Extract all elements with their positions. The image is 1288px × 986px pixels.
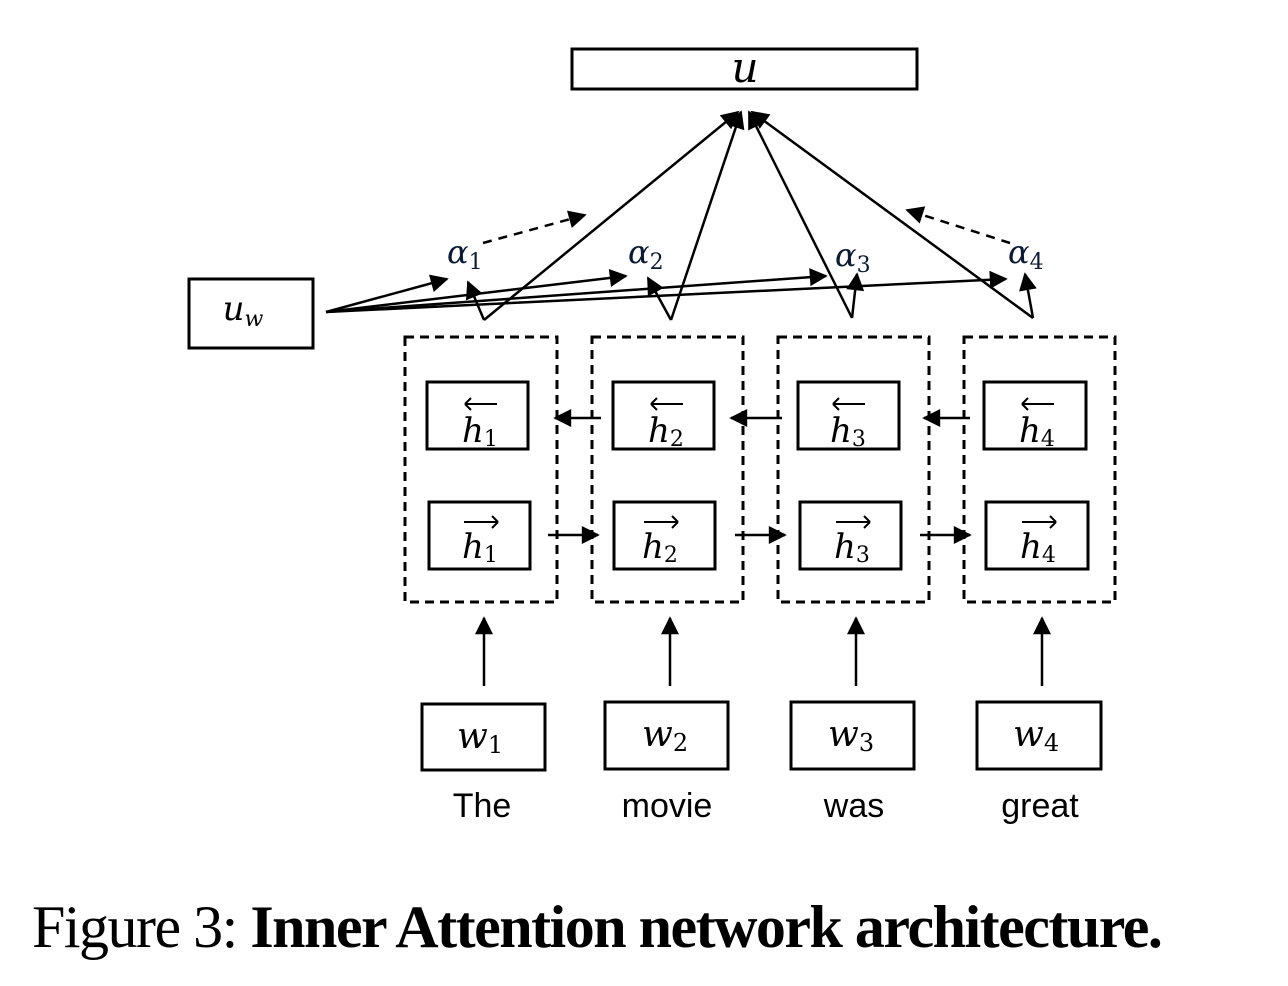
input-word-4 xyxy=(975,700,1103,771)
forward-hidden-states xyxy=(427,500,1090,571)
input-word-labels: w1 w2 w3 w4 xyxy=(457,714,1059,759)
word-was: was xyxy=(823,787,884,825)
forward-hidden-2 xyxy=(612,500,717,571)
bilstm-cells xyxy=(403,335,1117,604)
left-arrow-icon xyxy=(832,397,865,411)
context-to-attention-arrows xyxy=(325,268,1008,314)
forward-h1-label: h1 xyxy=(462,527,498,568)
timestep-4-group xyxy=(962,335,1117,604)
arrow-uw-alpha3 xyxy=(325,268,828,314)
input-word-nodes xyxy=(420,700,1103,772)
forward-hidden-3 xyxy=(798,500,903,571)
input-word-1 xyxy=(420,702,547,772)
backward-h3-label: h3 xyxy=(830,411,866,452)
w3-label: w3 xyxy=(828,714,874,757)
direction-arrow-glyphs xyxy=(464,397,1057,529)
w1-label: w1 xyxy=(457,716,503,759)
backward-hidden-4 xyxy=(982,380,1088,451)
input-arrows xyxy=(475,616,1051,686)
backward-h1-label: h1 xyxy=(462,411,498,452)
context-vector-node: uw xyxy=(187,277,315,350)
alpha-4-label: α4 xyxy=(1008,233,1044,275)
figure-caption: Figure 3: Inner Attention network archit… xyxy=(32,893,1282,962)
hidden-to-attention-arrows xyxy=(465,272,1037,321)
word-great: great xyxy=(1001,787,1079,825)
backward-hidden-3 xyxy=(796,380,901,451)
word-movie: movie xyxy=(622,787,713,825)
timestep-3-group xyxy=(776,335,931,604)
left-arrow-icon xyxy=(1021,397,1054,411)
input-word-3 xyxy=(789,700,916,771)
w4-label: w4 xyxy=(1013,714,1059,757)
left-arrow-icon xyxy=(464,397,497,411)
hidden-to-output-arrows xyxy=(483,110,1034,321)
arrow-uw-alpha4 xyxy=(325,270,1008,314)
timestep-2-group xyxy=(590,335,745,604)
backward-hidden-2 xyxy=(611,380,716,451)
right-arrow-icon xyxy=(836,515,871,529)
w2-label: w2 xyxy=(642,714,688,757)
forward-h2-label: h2 xyxy=(642,527,678,568)
context-vector-label: uw xyxy=(223,289,264,332)
left-arrow-icon xyxy=(650,397,683,411)
backward-hidden-1 xyxy=(425,380,530,451)
right-arrow-icon xyxy=(1022,515,1057,529)
backward-h4-label: h4 xyxy=(1019,411,1055,452)
word-the: The xyxy=(453,787,512,825)
output-vector-node: u xyxy=(570,43,919,92)
attention-weight-dashed-arrows xyxy=(482,206,1011,245)
alpha-3-label: α3 xyxy=(835,236,871,278)
backward-hidden-states xyxy=(425,380,1088,451)
output-vector-label: u xyxy=(731,43,758,92)
sentence-words: The movie was great xyxy=(453,787,1080,825)
alpha-1-label: α1 xyxy=(447,233,483,275)
attention-weight-labels: α1 α2 α3 α4 xyxy=(447,233,1044,278)
caption-prefix: Figure 3: xyxy=(32,894,238,960)
caption-title: Inner Attention network architecture. xyxy=(250,894,1163,960)
arrow-uw-alpha1 xyxy=(325,274,449,314)
forward-h3-label: h3 xyxy=(834,527,870,568)
backward-h2-label: h2 xyxy=(648,411,684,452)
right-arrow-icon xyxy=(464,515,499,529)
hidden-state-labels: h1 h2 h3 h4 h1 h2 h3 h4 xyxy=(462,411,1056,568)
alpha-2-label: α2 xyxy=(628,233,664,275)
timestep-1-group xyxy=(403,335,559,604)
input-word-2 xyxy=(603,700,730,771)
forward-hidden-1 xyxy=(427,500,532,571)
forward-h4-label: h4 xyxy=(1020,527,1056,568)
right-arrow-icon xyxy=(644,515,679,529)
forward-hidden-4 xyxy=(984,500,1090,571)
